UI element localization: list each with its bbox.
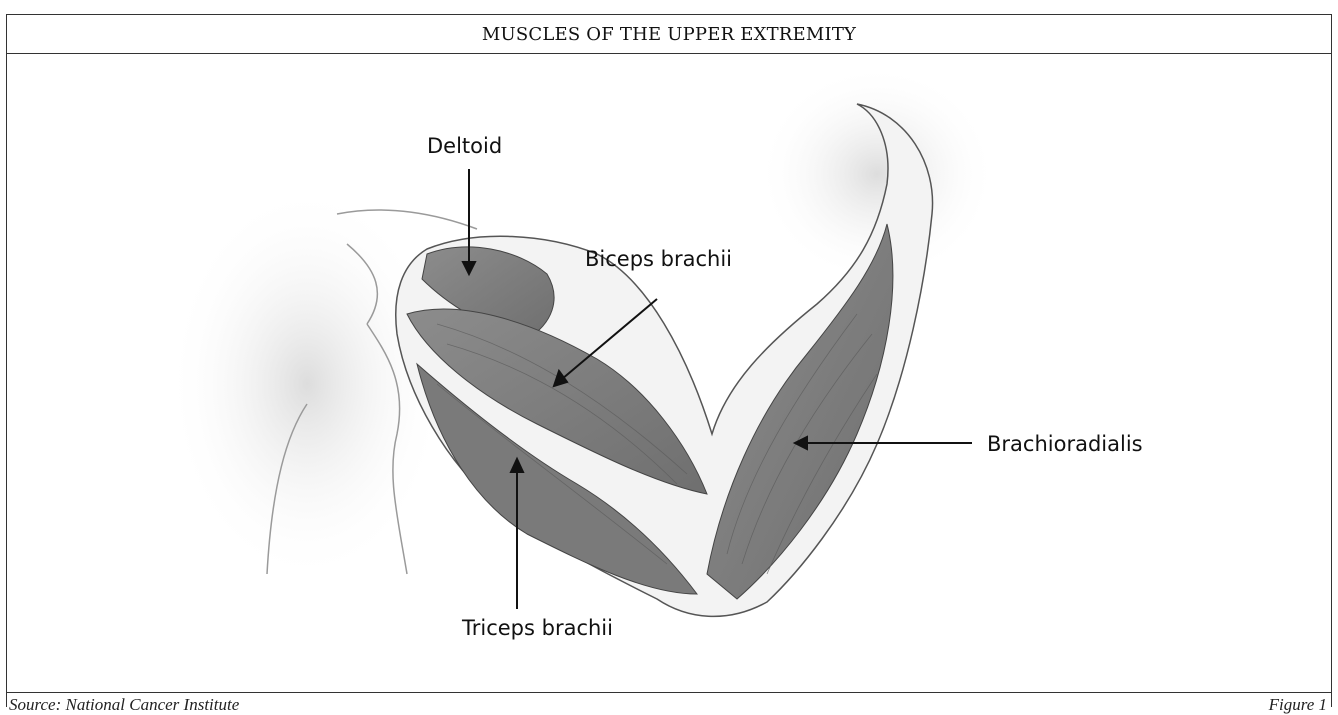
figure-number: Figure 1: [1269, 695, 1327, 715]
source-credit: Source: National Cancer Institute: [9, 695, 239, 715]
brachioradialis-label: Brachioradialis: [987, 432, 1143, 456]
shoulder-shadow: [167, 184, 447, 584]
biceps-label: Biceps brachii: [585, 247, 732, 271]
triceps-label: Triceps brachii: [461, 616, 613, 640]
figure-footer: Source: National Cancer Institute Figure…: [7, 692, 1331, 711]
arm-illustration: Deltoid Biceps brachii Brachioradialis T…: [7, 54, 1331, 690]
figure-title: MUSCLES OF THE UPPER EXTREMITY: [7, 15, 1331, 54]
figure-frame: MUSCLES OF THE UPPER EXTREMITY: [6, 14, 1332, 707]
deltoid-label: Deltoid: [427, 134, 502, 158]
